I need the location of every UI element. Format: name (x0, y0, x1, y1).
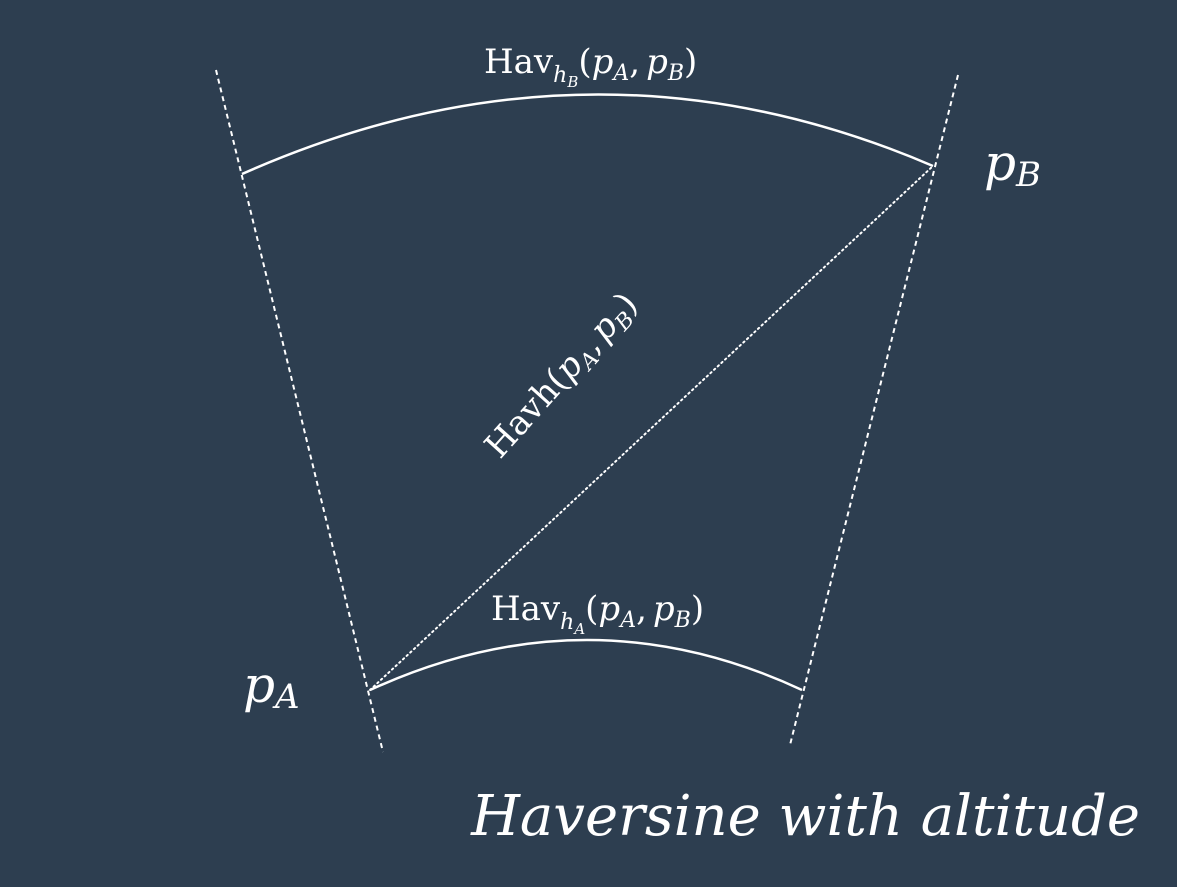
bottom-arc-label: HavhA(pA,pB) (491, 589, 704, 638)
diagram-caption: Haversine with altitude (470, 784, 1140, 849)
top-arc-label: HavhB(pA,pB) (484, 42, 697, 91)
left-radial-line (215, 69, 384, 753)
right-radial-line (789, 74, 959, 746)
point-a-label: pA (243, 656, 300, 717)
diagonal-label: Havh(pA,pB) (477, 285, 649, 469)
diagonal-line (369, 165, 934, 691)
point-b-label: pB (984, 134, 1041, 195)
bottom-arc (369, 638, 803, 692)
top-arc (241, 93, 934, 176)
